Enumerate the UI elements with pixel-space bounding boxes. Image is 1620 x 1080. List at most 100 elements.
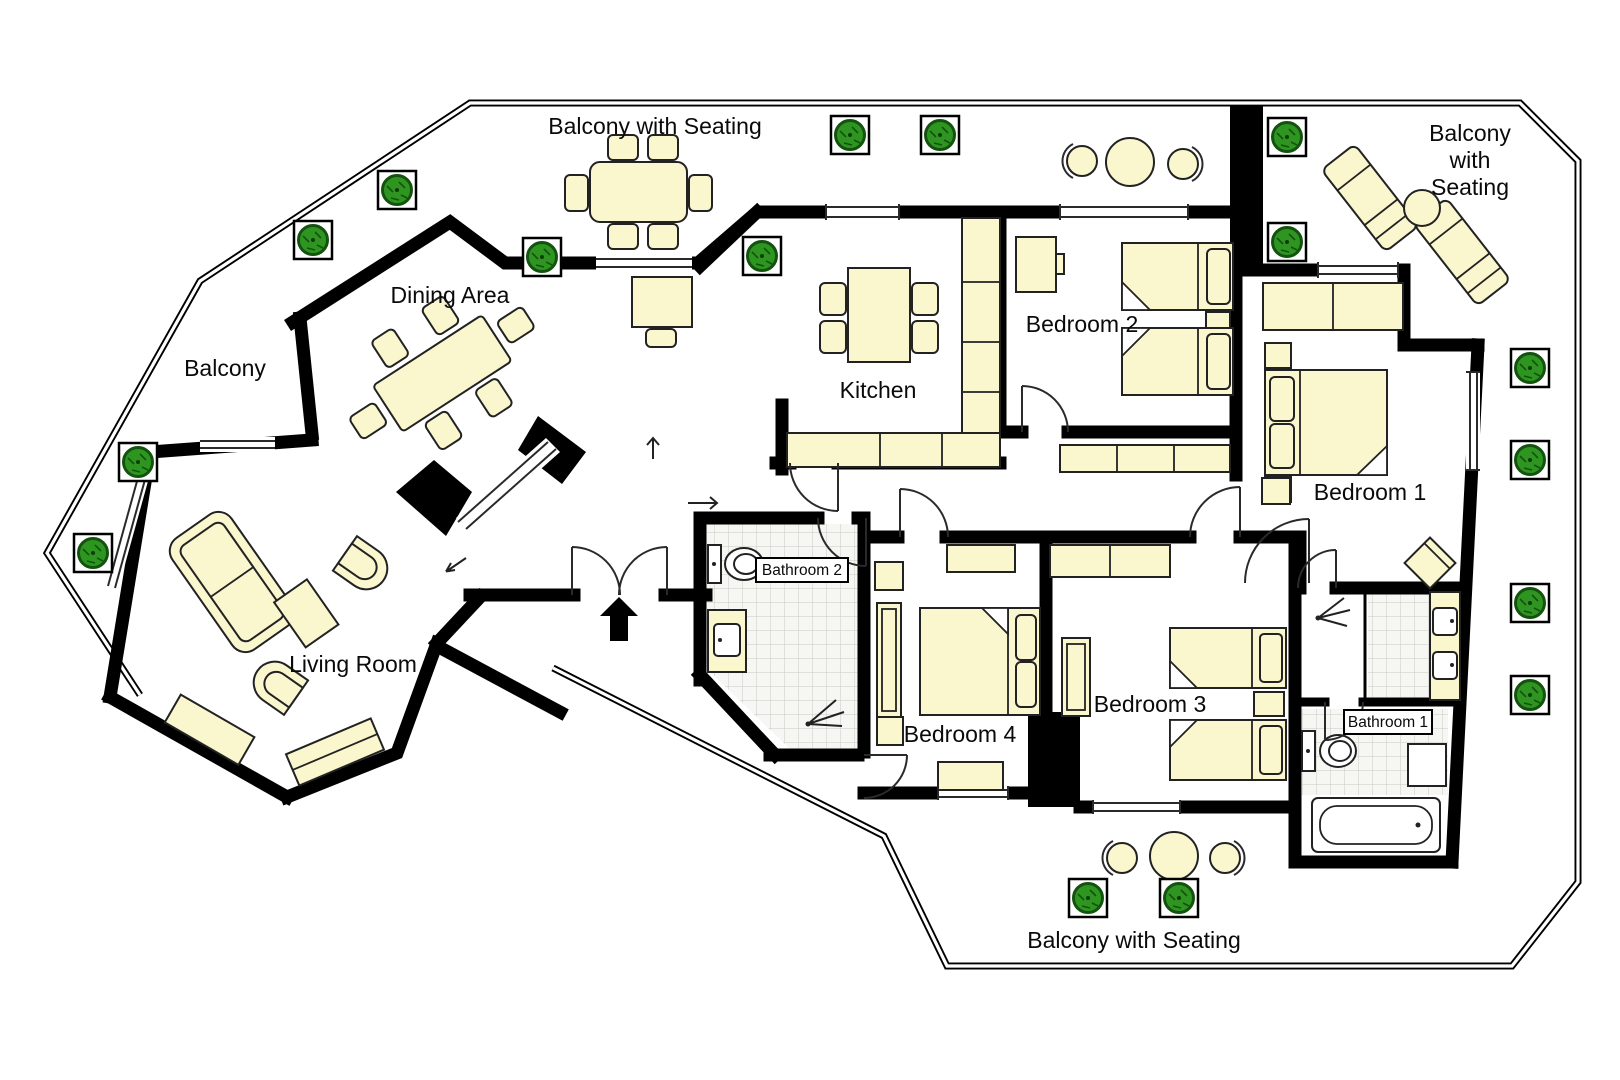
cabinet xyxy=(946,544,1016,573)
bathroom2-door-swing xyxy=(817,517,867,567)
living-room-north-window xyxy=(200,437,275,452)
single-bed xyxy=(1121,327,1234,396)
label-bedroom-2: Bedroom 2 xyxy=(1026,311,1139,337)
tree-icon xyxy=(1067,877,1109,919)
doors xyxy=(445,385,1364,799)
arrow-right-icon xyxy=(688,496,719,510)
shower-spray-icon xyxy=(1315,597,1351,627)
room-labels: Balcony with Seating Balcony with Seatin… xyxy=(184,113,1511,953)
nightstand xyxy=(876,716,904,746)
nightstand xyxy=(1205,311,1231,329)
bedroom2-furniture xyxy=(1015,236,1234,396)
tree-icon xyxy=(1158,877,1200,919)
sideboard xyxy=(284,717,386,787)
balcony-bistro-set-top xyxy=(1061,137,1204,187)
single-bed xyxy=(1169,627,1287,689)
wall-wedge xyxy=(396,460,472,536)
sink-icon xyxy=(707,609,747,673)
dining-table xyxy=(373,315,512,432)
armchair-icon xyxy=(331,534,389,591)
bedroom2-door-swing xyxy=(1021,385,1069,433)
bedroom3-furniture xyxy=(1049,544,1287,781)
desk xyxy=(1015,236,1057,293)
kitchen-counter xyxy=(786,432,1001,468)
bathtub-icon xyxy=(1311,797,1441,853)
nightstand xyxy=(874,561,904,591)
chair xyxy=(1403,536,1457,590)
double-bed xyxy=(919,607,1041,716)
label-bathroom-1: Bathroom 1 xyxy=(1348,714,1428,731)
kitchen-table xyxy=(847,267,911,363)
bathroom2-fixtures xyxy=(707,544,845,727)
tree-icon xyxy=(829,114,871,156)
label-balcony-right-2: with xyxy=(1449,147,1491,173)
wardrobe xyxy=(876,602,902,718)
cabinet xyxy=(1407,743,1447,787)
tree-icon xyxy=(117,441,159,483)
tree-icon xyxy=(1509,582,1551,624)
bedroom3-window xyxy=(1092,800,1181,814)
bedroom4-door-swing xyxy=(899,488,949,538)
label-balcony-right-1: Balcony xyxy=(1429,120,1511,146)
tree-icon xyxy=(919,114,961,156)
balcony-loungers xyxy=(1320,143,1512,307)
double-bed xyxy=(1264,369,1388,476)
tree-icon xyxy=(376,169,418,211)
label-balcony-top: Balcony with Seating xyxy=(548,113,762,139)
bedroom2-window xyxy=(1059,204,1189,220)
round-table xyxy=(1105,137,1155,187)
label-dining-area: Dining Area xyxy=(391,282,510,308)
dresser xyxy=(937,761,1004,791)
kitchen-window xyxy=(825,204,900,220)
bedroom1-door-swing xyxy=(1244,518,1310,584)
label-bedroom-1: Bedroom 1 xyxy=(1314,479,1427,505)
entry-arrow-icon xyxy=(600,597,638,641)
coffee-table xyxy=(272,578,340,649)
shower-spray-icon xyxy=(805,699,845,727)
double-sink-vanity xyxy=(1429,591,1461,701)
bedroom3-door-swing xyxy=(1189,486,1241,538)
toilet-icon xyxy=(707,544,764,584)
round-table xyxy=(1403,189,1441,227)
tree-icon xyxy=(521,236,563,278)
kitchen-set xyxy=(786,217,1001,468)
kitchen-counter xyxy=(961,217,1001,434)
arrow-up-icon xyxy=(646,436,660,459)
tree-icon xyxy=(1509,347,1551,389)
living-room-set xyxy=(163,510,389,787)
bathroom1-tag: Bathroom 1 xyxy=(1343,709,1433,735)
balcony-divider-wall xyxy=(1230,105,1263,272)
label-balcony-bottom: Balcony with Seating xyxy=(1027,927,1241,953)
single-bed xyxy=(1169,719,1287,781)
furniture xyxy=(163,134,1512,881)
duct-block xyxy=(1028,712,1080,807)
sideboard xyxy=(163,693,256,767)
tree-icon xyxy=(292,219,334,261)
label-bedroom-4: Bedroom 4 xyxy=(904,721,1017,747)
balcony-side-table xyxy=(631,276,693,348)
dining-set xyxy=(349,295,535,451)
sofa-icon xyxy=(168,510,296,654)
round-table xyxy=(1149,831,1199,881)
balcony-railing xyxy=(42,99,1582,970)
table xyxy=(589,161,688,223)
label-kitchen: Kitchen xyxy=(840,377,917,403)
label-living-room: Living Room xyxy=(289,651,417,677)
bedroom1-furniture xyxy=(1262,282,1457,590)
tree-icon xyxy=(72,532,114,574)
tree-icon xyxy=(1266,116,1308,158)
bedroom1-top-window xyxy=(1317,262,1399,278)
tree-icon xyxy=(1266,221,1308,263)
bedroom4-furniture xyxy=(874,544,1041,791)
label-balcony-left: Balcony xyxy=(184,355,266,381)
bedroom4-balcony-door-swing xyxy=(863,754,908,799)
arrow-down-left-icon xyxy=(445,557,467,573)
tree-icon xyxy=(1509,674,1551,716)
hall-glazed-wall xyxy=(456,438,560,532)
bedroom1-right-window xyxy=(1466,371,1480,471)
balcony-dining-set xyxy=(564,134,713,250)
toilet-icon xyxy=(1301,730,1357,772)
kitchen-door-swing xyxy=(789,462,839,512)
